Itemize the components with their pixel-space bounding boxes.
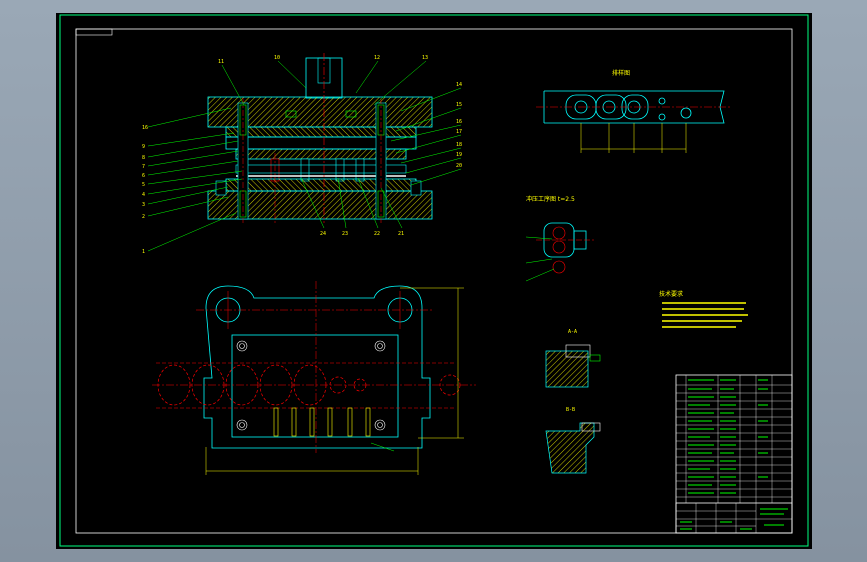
die-assembly-section-view bbox=[147, 53, 462, 252]
sheet-inner-border bbox=[75, 28, 793, 534]
balloon-16r: 16 bbox=[456, 119, 462, 125]
part-balloons-left: 16 9 8 7 6 5 4 3 2 1 bbox=[142, 125, 148, 255]
balloon-13: 13 bbox=[422, 55, 428, 61]
balloon-5: 5 bbox=[142, 182, 145, 188]
balloon-3: 3 bbox=[142, 202, 145, 208]
balloon-8: 8 bbox=[142, 155, 145, 161]
balloon-20: 20 bbox=[456, 163, 462, 169]
strip-layout-title: 排样图 bbox=[612, 69, 630, 77]
part-balloons-right: 14 15 16 17 18 19 20 bbox=[456, 82, 462, 169]
balloon-10: 10 bbox=[274, 55, 280, 61]
workpiece-view: 冲压工序图 t=2.5 bbox=[525, 195, 594, 282]
balloon-12: 12 bbox=[374, 55, 380, 61]
balloon-19: 19 bbox=[456, 152, 462, 158]
workpiece-title: 冲压工序图 t=2.5 bbox=[526, 195, 575, 203]
part-balloons-bottom: 24 23 22 21 bbox=[320, 231, 404, 237]
balloon-6: 6 bbox=[142, 173, 145, 179]
title-block bbox=[675, 502, 793, 534]
section-a-label: A-A bbox=[568, 329, 577, 335]
balloon-18: 18 bbox=[456, 142, 462, 148]
balloon-14: 14 bbox=[456, 82, 462, 88]
balloon-21: 21 bbox=[398, 231, 404, 237]
strip-layout-view: 排样图 bbox=[536, 69, 731, 153]
balloon-22: 22 bbox=[374, 231, 380, 237]
bill-of-materials bbox=[675, 374, 793, 534]
technical-notes: 技术要求 bbox=[659, 290, 748, 328]
balloon-1: 1 bbox=[142, 249, 145, 255]
sheet-outer-border bbox=[59, 14, 809, 547]
lower-die-plan-view bbox=[152, 281, 476, 475]
balloon-24: 24 bbox=[320, 231, 326, 237]
balloon-17: 17 bbox=[456, 129, 462, 135]
section-a-view: A-A bbox=[545, 329, 601, 388]
balloon-16: 16 bbox=[142, 125, 148, 131]
balloon-23: 23 bbox=[342, 231, 348, 237]
section-b-label: B-B bbox=[566, 407, 575, 413]
notes-title: 技术要求 bbox=[659, 290, 683, 298]
balloon-2: 2 bbox=[142, 214, 145, 220]
lower-die-plate bbox=[225, 178, 417, 192]
balloon-7: 7 bbox=[142, 164, 145, 170]
balloon-9: 9 bbox=[142, 144, 145, 150]
drawing-number-box bbox=[75, 28, 113, 36]
balloon-4: 4 bbox=[142, 192, 145, 198]
section-b-view: B-B bbox=[545, 407, 601, 474]
balloon-11: 11 bbox=[218, 59, 224, 65]
die-outline bbox=[203, 285, 431, 449]
cad-drawing-canvas[interactable]: 16 9 8 7 6 5 4 3 2 1 11 10 12 13 14 15 1… bbox=[56, 13, 812, 549]
part-balloons-top: 11 10 12 13 bbox=[218, 55, 428, 65]
drawing-viewport[interactable]: 16 9 8 7 6 5 4 3 2 1 11 10 12 13 14 15 1… bbox=[56, 13, 812, 549]
balloon-15: 15 bbox=[456, 102, 462, 108]
